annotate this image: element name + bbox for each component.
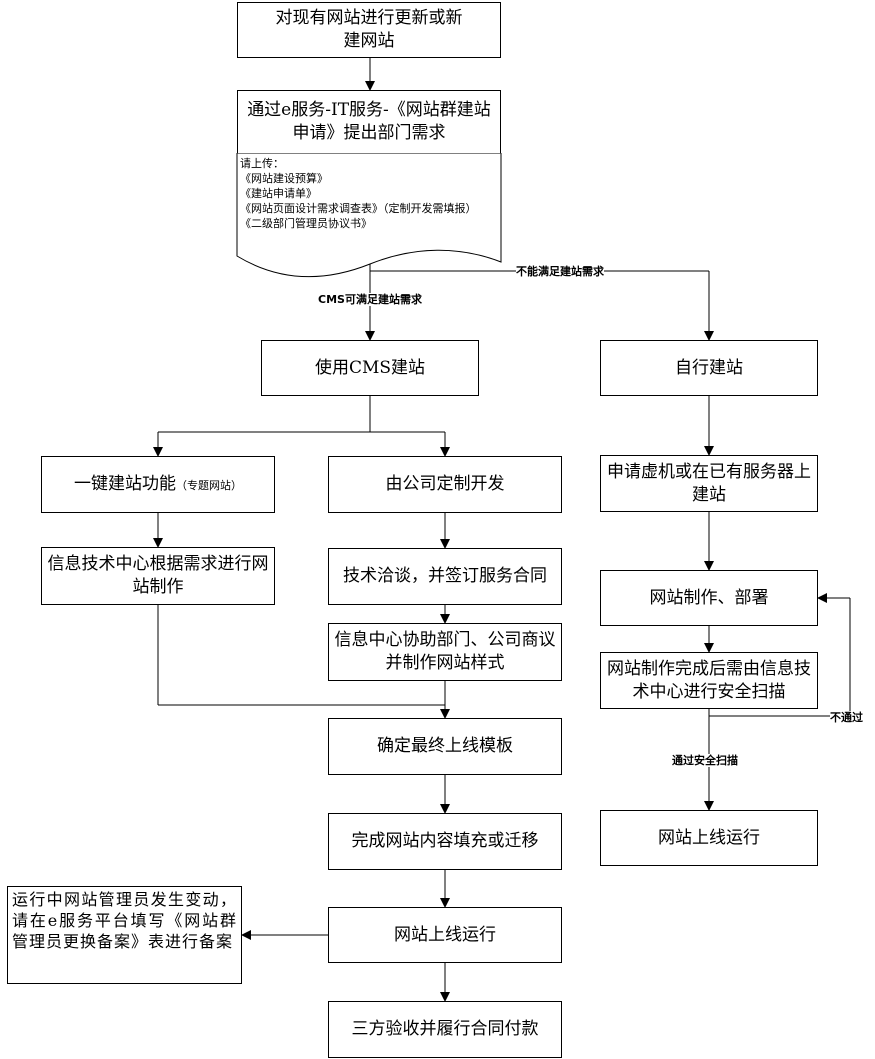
style-design-text: 信息中心协助部门、公司商议并制作网站样式 xyxy=(334,630,556,673)
style-design-node: 信息中心协助部门、公司商议并制作网站样式 xyxy=(328,623,562,681)
update-or-new-site-node: 对现有网站进行更新或新建网站 xyxy=(237,2,501,58)
info-center-make-text: 信息技术中心根据需求进行网站制作 xyxy=(47,554,269,597)
cms-not-ok-label: 不能满足建站需求 xyxy=(516,265,604,278)
final-template-text: 确定最终上线模板 xyxy=(377,736,513,756)
security-scan-text: 网站制作完成后需由信息技术中心进行安全扫描 xyxy=(607,658,811,702)
admin-change-text: 运行中网站管理员发生变动，请在e服务平台填写《网站群管理员更换备案》表进行备案 xyxy=(12,890,237,951)
acceptance-node: 三方验收并履行合同付款 xyxy=(328,1001,562,1058)
self-build-text: 自行建站 xyxy=(675,357,743,378)
cms-build-text: 使用CMS建站 xyxy=(314,357,426,378)
upload-item: 《建站申请单》 xyxy=(240,187,317,200)
upload-item: 《二级部门管理员协议书》 xyxy=(240,217,372,230)
online-left-text: 网站上线运行 xyxy=(394,924,496,945)
apply-server-text: 申请虚机或在已有服务器上建站 xyxy=(607,461,811,505)
make-deploy-node: 网站制作、部署 xyxy=(600,570,818,626)
update-or-new-text: 对现有网站进行更新或新建网站 xyxy=(275,8,463,51)
apply-server-node: 申请虚机或在已有服务器上建站 xyxy=(600,455,818,512)
upload-list: 请上传： 《网站建设预算》 《建站申请单》 《网站页面设计需求调查表》（定制开发… xyxy=(240,156,498,231)
cms-ok-label: CMS可满足建站需求 xyxy=(318,293,422,306)
tech-contract-text: 技术洽谈，并签订服务合同 xyxy=(343,566,547,586)
one-click-build-node: 一键建站功能（专题网站） xyxy=(41,456,275,513)
one-click-subtext: （专题网站） xyxy=(176,478,242,492)
content-fill-text: 完成网站内容填充或迁移 xyxy=(351,831,539,851)
upload-item: 《网站页面设计需求调查表》（定制开发需填报） xyxy=(240,202,477,215)
online-right-node: 网站上线运行 xyxy=(600,810,818,866)
security-scan-node: 网站制作完成后需由信息技术中心进行安全扫描 xyxy=(600,652,818,709)
upload-item: 《网站建设预算》 xyxy=(240,172,328,185)
custom-dev-text: 由公司定制开发 xyxy=(385,474,505,494)
one-click-text: 一键建站功能 xyxy=(74,473,176,494)
department-request-node: 通过e服务-IT服务-《网站群建站申请》提出部门需求 xyxy=(237,90,501,153)
acceptance-text: 三方验收并履行合同付款 xyxy=(351,1019,539,1039)
upload-title: 请上传： xyxy=(240,157,284,170)
admin-change-note: 运行中网站管理员发生变动，请在e服务平台填写《网站群管理员更换备案》表进行备案 xyxy=(7,886,242,984)
department-request-text: 通过e服务-IT服务-《网站群建站申请》提出部门需求 xyxy=(247,100,491,143)
scan-pass-label: 通过安全扫描 xyxy=(672,754,738,767)
self-build-node: 自行建站 xyxy=(600,340,818,396)
tech-contract-node: 技术洽谈，并签订服务合同 xyxy=(328,548,562,605)
custom-dev-node: 由公司定制开发 xyxy=(328,456,562,513)
cms-build-node: 使用CMS建站 xyxy=(261,340,479,396)
content-fill-node: 完成网站内容填充或迁移 xyxy=(328,813,562,870)
scan-fail-label: 不通过 xyxy=(830,711,863,724)
online-left-node: 网站上线运行 xyxy=(328,907,562,963)
info-center-make-node: 信息技术中心根据需求进行网站制作 xyxy=(41,547,275,605)
online-right-text: 网站上线运行 xyxy=(658,827,760,848)
final-template-node: 确定最终上线模板 xyxy=(328,718,562,775)
make-deploy-text: 网站制作、部署 xyxy=(649,587,769,608)
